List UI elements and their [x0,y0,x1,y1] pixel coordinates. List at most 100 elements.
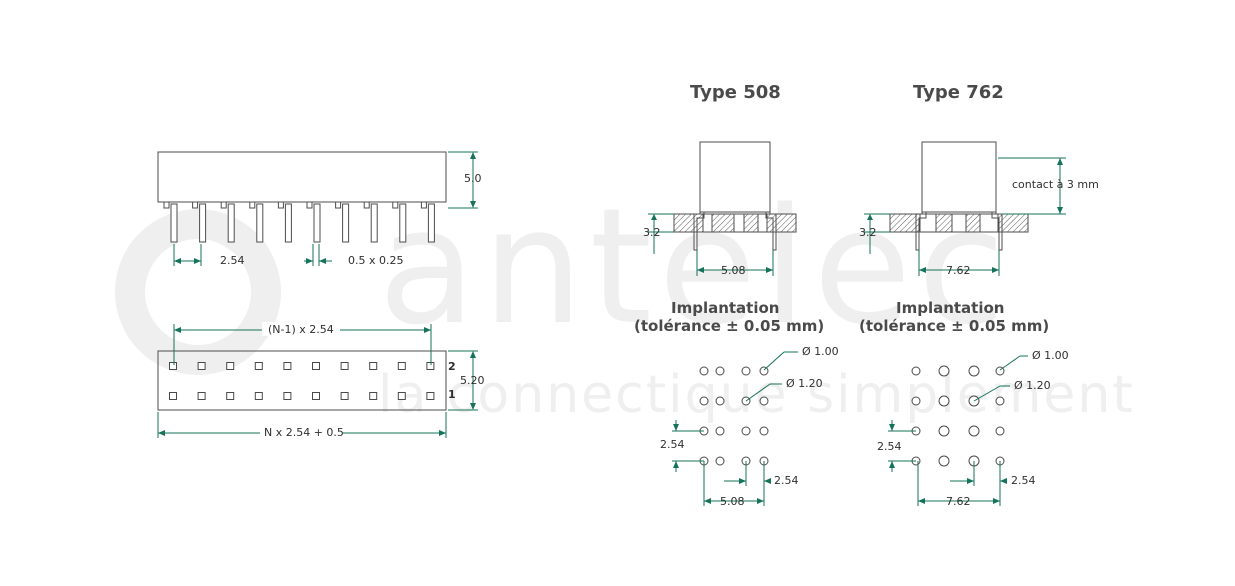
contact-square [397,362,406,370]
pin-shoulder [220,201,227,209]
side-pins [163,201,435,243]
contact-square [169,362,177,370]
contact-square [312,392,320,400]
type-762-spacing-label: 7.62 [946,264,971,277]
side-pin [313,203,321,243]
type-508-implantation-title: Implantation [671,299,779,317]
contact-square [312,362,320,370]
pcb-hole [699,396,709,406]
side-height-label: 5.0 [464,172,482,185]
top-length-label: N x 2.54 + 0.5 [264,426,344,439]
pcb-hole [741,426,751,436]
pin-shoulder [392,201,399,209]
pin-shoulder [249,201,256,209]
side-view: 5.0 2.54 0.5 x 0.25 [157,151,482,267]
top-view: (N-1) x 2.54 N x 2.54 + 0.5 5.20 2 1 [157,322,485,439]
type-762-implantation-title: Implantation [896,299,1004,317]
type-762-hole-large-label: Ø 1.20 [1014,379,1051,392]
side-pin [399,203,407,243]
contact-square [283,362,292,370]
contact-square [283,392,292,400]
pcb-hole [995,426,1005,436]
pcb-hole [741,366,751,376]
contact-square [369,362,378,370]
contact-square [197,392,206,400]
contact-square [369,392,378,400]
type-762-pitch-h-label: 2.54 [1011,474,1036,487]
top-width-label: 5.20 [460,374,485,387]
type-762-pin-left [915,211,927,251]
side-pin [284,203,292,243]
type-762-board-label: 3.2 [859,226,877,239]
pin-shoulder [192,201,199,209]
type-508-tolerance: (tolérance ± 0.05 mm) [634,317,824,335]
type-508-pin-left [693,211,705,251]
connector-body-top [157,350,447,411]
pin-shoulder [163,201,170,209]
pin-shoulder [335,201,342,209]
type-762-title: Type 762 [913,82,1004,103]
pcb-hole [715,426,725,436]
type-762-body [921,141,997,213]
contact-square [254,362,263,370]
type-762-contact-label: contact à 3 mm [1012,178,1099,191]
pcb-hole [938,365,950,377]
top-span-label: (N-1) x 2.54 [268,323,334,336]
contact-square [226,392,235,400]
contact-square [426,362,435,370]
side-pitch-label: 2.54 [220,254,245,267]
type-508-body [699,141,771,213]
side-pin-label: 0.5 x 0.25 [348,254,404,267]
type-762-pitch-v-label: 2.54 [877,440,902,453]
pcb-hole [938,395,950,407]
type-508-pin-right [765,211,777,251]
type-508-board-label: 3.2 [643,226,661,239]
pcb-hole [759,426,769,436]
side-pin [342,203,350,243]
type-508-hole-small-label: Ø 1.00 [802,345,839,358]
pcb-hole [911,366,921,376]
type-508-spacing-label: 5.08 [721,264,746,277]
pcb-hole [715,366,725,376]
type-762-hole-small-label: Ø 1.00 [1032,349,1069,362]
pcb-hole [968,365,980,377]
contact-square [426,392,435,400]
side-pin [227,203,235,243]
row-1-label: 1 [448,388,456,401]
pcb-hole [715,456,725,466]
contact-square [340,362,349,370]
type-508-row-spacing-label: 5.08 [720,495,745,508]
type-762: Type 762 contact à 3 mm 3.2 7.62 Implant… [859,82,1099,508]
side-pin [256,203,264,243]
contact-square [397,392,406,400]
watermark: antelec la connectique simplement [115,173,1135,425]
pin-shoulder [306,201,313,209]
contact-square [340,392,349,400]
type-508: Type 508 3.2 5.08 Implantation (toléranc… [634,82,839,508]
type-508-pitch-v-label: 2.54 [660,438,685,451]
contact-square [169,392,177,400]
pin-shoulder [277,201,284,209]
pcb-hole [938,455,950,467]
pcb-hole [715,396,725,406]
contact-square [254,392,263,400]
type-762-tolerance: (tolérance ± 0.05 mm) [859,317,1049,335]
side-pin [370,203,378,243]
pcb-hole [968,425,980,437]
pcb-hole [938,425,950,437]
watermark-logo-ring [115,209,281,375]
type-762-hole-pattern [911,365,1005,467]
pin-shoulder [363,201,370,209]
side-pin [170,203,178,243]
pcb-hole [759,396,769,406]
type-508-pitch-h-label: 2.54 [774,474,799,487]
pin-shoulder [420,201,427,209]
pcb-hole [995,396,1005,406]
type-762-row-spacing-label: 7.62 [946,495,971,508]
watermark-brand: antelec [378,173,1011,360]
pcb-hole [699,366,709,376]
watermark-tagline: la connectique simplement [378,365,1135,425]
type-508-hole-large-label: Ø 1.20 [786,377,823,390]
side-pin [199,203,207,243]
